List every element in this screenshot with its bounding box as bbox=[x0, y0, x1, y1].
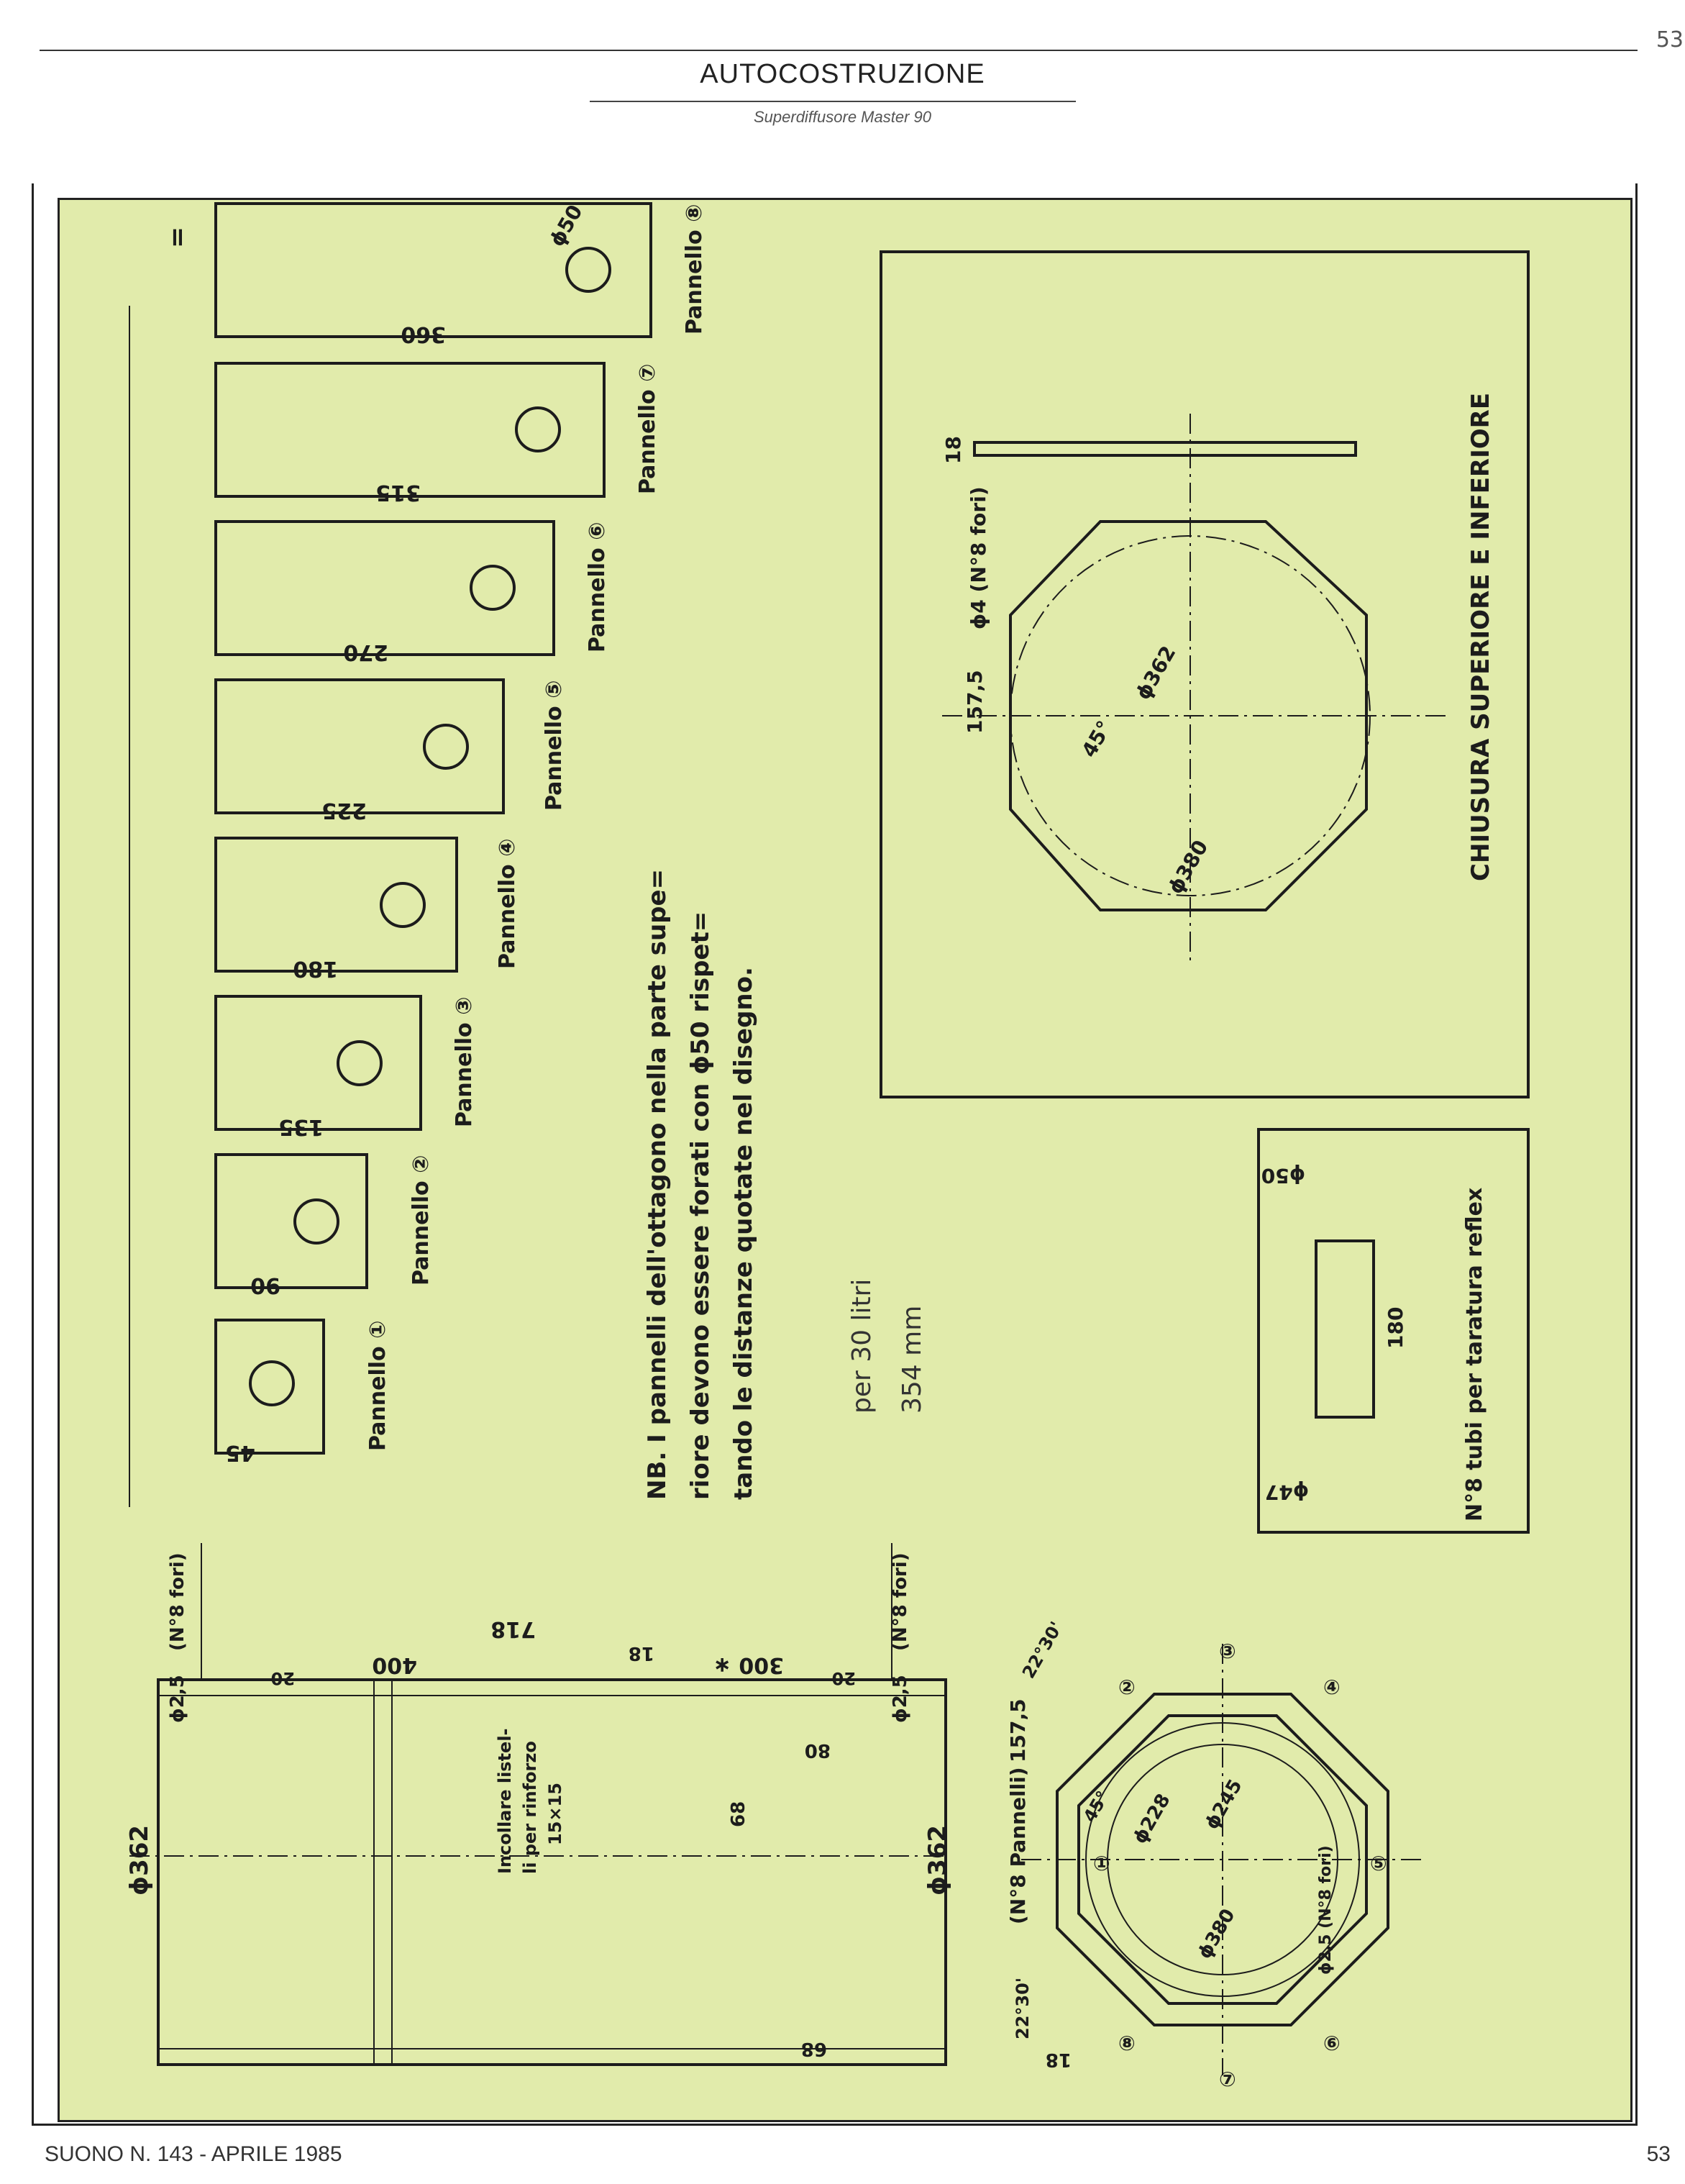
closure-half-width: 157,5 bbox=[963, 670, 987, 734]
technical-drawing-sheet bbox=[58, 198, 1633, 2122]
side-slot: 68 bbox=[728, 1801, 749, 1827]
note-block: NB. I pannelli dell'ottagono nella parte… bbox=[643, 869, 927, 1500]
panel-4-length: 180 bbox=[293, 956, 338, 981]
closure-d380: ɸ380 bbox=[1163, 836, 1213, 898]
octagon-number-3: ③ bbox=[1219, 1639, 1236, 1663]
side-d362-right: ɸ362 bbox=[923, 1825, 952, 1896]
octagon-d228: ɸ228 bbox=[1129, 1791, 1174, 1848]
side-d362-left: ɸ362 bbox=[125, 1825, 154, 1896]
octagon-d245: ɸ245 bbox=[1201, 1776, 1246, 1834]
panel-2-length: 90 bbox=[250, 1273, 280, 1298]
panel-5-length: 225 bbox=[321, 798, 367, 823]
reflex-d47: ɸ47 bbox=[1265, 1480, 1309, 1504]
panel-8-length: 360 bbox=[401, 322, 446, 347]
octagon-angle-a: 22°30' bbox=[1018, 1618, 1067, 1682]
note-line-3: tando le distanze quotate nel disegno. bbox=[729, 967, 758, 1500]
panel-5-label: Pannello ⑤ bbox=[542, 680, 567, 811]
octagon-holes: ɸ2,5 (N°8 fori) bbox=[1317, 1845, 1335, 1975]
closure-thickness: 18 bbox=[941, 436, 965, 464]
article-subtitle: Superdiffusore Master 90 bbox=[753, 108, 932, 126]
panel-2-label: Pannello ② bbox=[408, 1155, 434, 1286]
equal-mark: = bbox=[163, 227, 192, 248]
side-holes-right: (N°8 fori) bbox=[890, 1552, 911, 1651]
reinforce-line-1: Incollare listel- bbox=[495, 1728, 515, 1874]
reflex-title: N°8 tubi per taratura reflex bbox=[1462, 1188, 1487, 1521]
panel-3-length: 135 bbox=[278, 1114, 324, 1139]
panel-7-label: Pannello ⑦ bbox=[635, 363, 660, 494]
technical-drawing: Pannello ⑧ Pannello ⑦ Pannello ⑥ Pannell… bbox=[125, 201, 1530, 2091]
note-line-1: NB. I pannelli dell'ottagono nella parte… bbox=[643, 869, 672, 1500]
reflex-d50: ɸ50 bbox=[1261, 1164, 1305, 1188]
reflex-group: N°8 tubi per taratura reflex ɸ50 ɸ47 180 bbox=[1257, 1128, 1530, 1534]
reflex-length: 180 bbox=[1384, 1307, 1407, 1349]
page-number-top: 53 bbox=[1656, 27, 1684, 53]
panel-1-length: 45 bbox=[225, 1440, 255, 1465]
closure-title: CHIUSURA SUPERIORE E INFERIORE bbox=[1466, 393, 1495, 881]
octagon-number-7: ⑦ bbox=[1219, 2067, 1236, 2091]
octagon-panels-count: (N°8 Pannelli) bbox=[1006, 1767, 1030, 1924]
closure-angle: 45° bbox=[1077, 716, 1116, 761]
closure-holes: ɸ4 (N°8 fori) bbox=[967, 486, 990, 629]
octagon-section-group: (N°8 Pannelli) 157,5 22°30' 22°30' 45° ɸ… bbox=[1006, 1618, 1424, 2091]
octagon-half: 157,5 bbox=[1006, 1698, 1030, 1762]
panel-6-label: Pannello ⑥ bbox=[585, 522, 610, 652]
panel-7-length: 315 bbox=[375, 480, 421, 505]
octagon-number-4: ④ bbox=[1323, 1675, 1341, 1699]
section-title: AUTOCOSTRUZIONE bbox=[700, 59, 985, 89]
side-rim: 20 bbox=[271, 1668, 295, 1688]
handwritten-volume: per 30 litri bbox=[847, 1279, 877, 1414]
reinforce-line-3: 15×15 bbox=[545, 1783, 565, 1845]
side-rim-2: 20 bbox=[832, 1668, 856, 1688]
header-rule bbox=[40, 50, 1638, 51]
side-offset: 80 bbox=[805, 1739, 831, 1761]
octagon-angle-c: 45° bbox=[1079, 1788, 1113, 1826]
panel-8-label: Pannello ⑧ bbox=[682, 204, 707, 335]
octagon-number-2: ② bbox=[1118, 1675, 1136, 1699]
page-frame bbox=[32, 183, 1638, 2126]
side-joint: 18 bbox=[629, 1642, 654, 1664]
octagon-number-6: ⑥ bbox=[1323, 2031, 1341, 2055]
octagon-d380: ɸ380 bbox=[1194, 1906, 1239, 1963]
side-d25-left: ɸ2,5 bbox=[167, 1675, 188, 1723]
note-line-2: riore devono essere forati con ɸ50 rispe… bbox=[686, 911, 715, 1500]
side-total: 718 bbox=[490, 1616, 536, 1642]
panel-1-label: Pannello ① bbox=[365, 1320, 391, 1451]
octagon-angle-b: 22°30' bbox=[1013, 1978, 1033, 2039]
side-slot-width: 68 bbox=[801, 2038, 827, 2060]
section-rule bbox=[590, 101, 1076, 102]
footer-issue: SUONO N. 143 - APRILE 1985 bbox=[45, 2142, 342, 2166]
handwritten-length: 354 mm bbox=[898, 1306, 927, 1414]
octagon-number-8: ⑧ bbox=[1118, 2031, 1136, 2055]
panels-group: Pannello ⑧ Pannello ⑦ Pannello ⑥ Pannell… bbox=[129, 201, 707, 1507]
panel-6-length: 270 bbox=[343, 640, 388, 665]
closure-group: CHIUSURA SUPERIORE E INFERIORE ɸ4 (N°8 f… bbox=[880, 250, 1530, 1098]
side-lower: 300 ∗ bbox=[713, 1652, 784, 1678]
side-view-group: 718 400 18 300 ∗ 20 20 (N°8 fori) (N°8 f… bbox=[125, 1543, 952, 2066]
side-upper: 400 bbox=[372, 1652, 417, 1678]
reinforce-line-2: li per rinforzo bbox=[520, 1741, 540, 1874]
side-holes-left: (N°8 fori) bbox=[167, 1552, 188, 1651]
octagon-thickness: 18 bbox=[1046, 2049, 1072, 2070]
footer-page-number: 53 bbox=[1646, 2142, 1671, 2166]
hole-diameter-label: ɸ50 bbox=[544, 201, 587, 251]
octagon-number-1: ① bbox=[1093, 1852, 1110, 1875]
panel-3-label: Pannello ③ bbox=[452, 996, 477, 1127]
octagon-number-5: ⑤ bbox=[1370, 1852, 1387, 1875]
panel-4-label: Pannello ④ bbox=[495, 838, 520, 969]
closure-d362: ɸ362 bbox=[1131, 642, 1180, 704]
side-d25-right: ɸ2,5 bbox=[890, 1675, 911, 1723]
